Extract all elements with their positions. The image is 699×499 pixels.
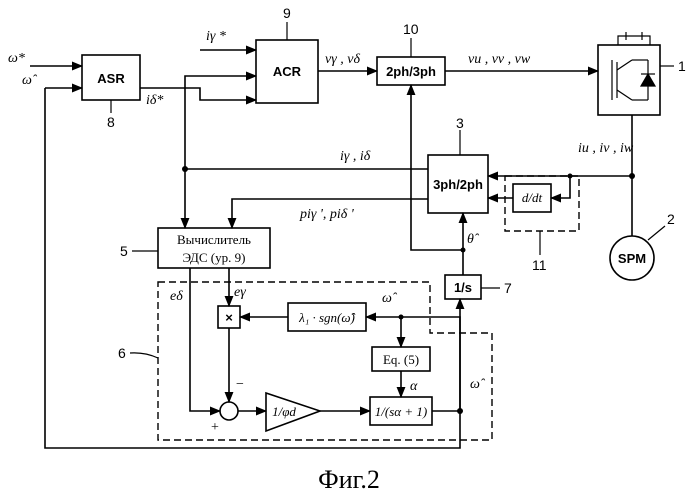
motor-label: SPM [618, 251, 646, 266]
label-v-uvw: vu , vv , vw [468, 52, 531, 67]
sgn-label: λ₁ · sgn(ω̂) [298, 310, 355, 325]
ref-number-3: 3 [456, 115, 464, 131]
ref-number-11: 11 [532, 257, 547, 273]
wire-i-uvw-to-ddt [551, 176, 570, 198]
ref-number-1: 1 [678, 58, 686, 74]
label-i-gamma-ref: iγ * [206, 29, 226, 44]
label-minus: − [236, 377, 244, 392]
emf-label-line2: ЭДС (ур. 9) [183, 250, 246, 265]
label-omega-ref: ω* [8, 51, 25, 66]
node-ddt-tap [568, 174, 573, 179]
ref-number-9: 9 [283, 5, 291, 21]
label-plus: + [211, 420, 219, 435]
ref-number-10: 10 [403, 21, 419, 37]
label-e-delta: eδ [170, 289, 183, 304]
label-i-delta-ref: iδ* [146, 93, 163, 108]
gain-label: 1/φd [272, 404, 296, 419]
ref-number-6: 6 [118, 345, 126, 361]
multiplier-label: × [225, 310, 233, 325]
figure-caption: Фиг.2 [318, 465, 380, 494]
ddt-label: d/dt [522, 190, 543, 205]
label-e-gamma: eγ [234, 285, 246, 300]
label-omega-hat: ω̂ [22, 73, 38, 88]
ref-number-2: 2 [667, 211, 675, 227]
ref-number-5: 5 [120, 243, 128, 259]
label-omega-hat-right: ω̂ [470, 377, 486, 392]
conv-3ph-2ph-label: 3ph/2ph [433, 177, 483, 192]
integrator-label: 1/s [454, 280, 472, 295]
conv-2ph-3ph-label: 2ph/3ph [386, 64, 436, 79]
filter-label: 1/(sα + 1) [375, 404, 427, 419]
label-i-gamma-delta: iγ , iδ [340, 149, 371, 164]
label-alpha: α [410, 379, 418, 394]
eq5-label: Eq. (5) [383, 352, 419, 367]
ref-number-8: 8 [107, 114, 115, 130]
wire-e-delta [190, 268, 220, 411]
label-theta-hat: θ̂ [467, 232, 480, 247]
asr-label: ASR [97, 71, 125, 86]
label-i-uvw: iu , iv , iw [578, 141, 634, 156]
acr-label: ACR [273, 64, 302, 79]
ref-number-7: 7 [504, 280, 512, 296]
label-p-i: piγ ', piδ ' [299, 207, 355, 222]
inverter-dc-link [618, 32, 650, 45]
emf-label-line1: Вычислитель [177, 232, 251, 247]
node-theta [461, 248, 466, 253]
label-v-gamma-delta: vγ , vδ [325, 52, 360, 67]
wire-i-feedback-acr [185, 76, 256, 169]
leader-6 [130, 353, 158, 358]
label-omega-hat-mid: ω̂ [382, 291, 398, 306]
summing-junction [220, 402, 238, 420]
leader-2 [648, 226, 665, 240]
